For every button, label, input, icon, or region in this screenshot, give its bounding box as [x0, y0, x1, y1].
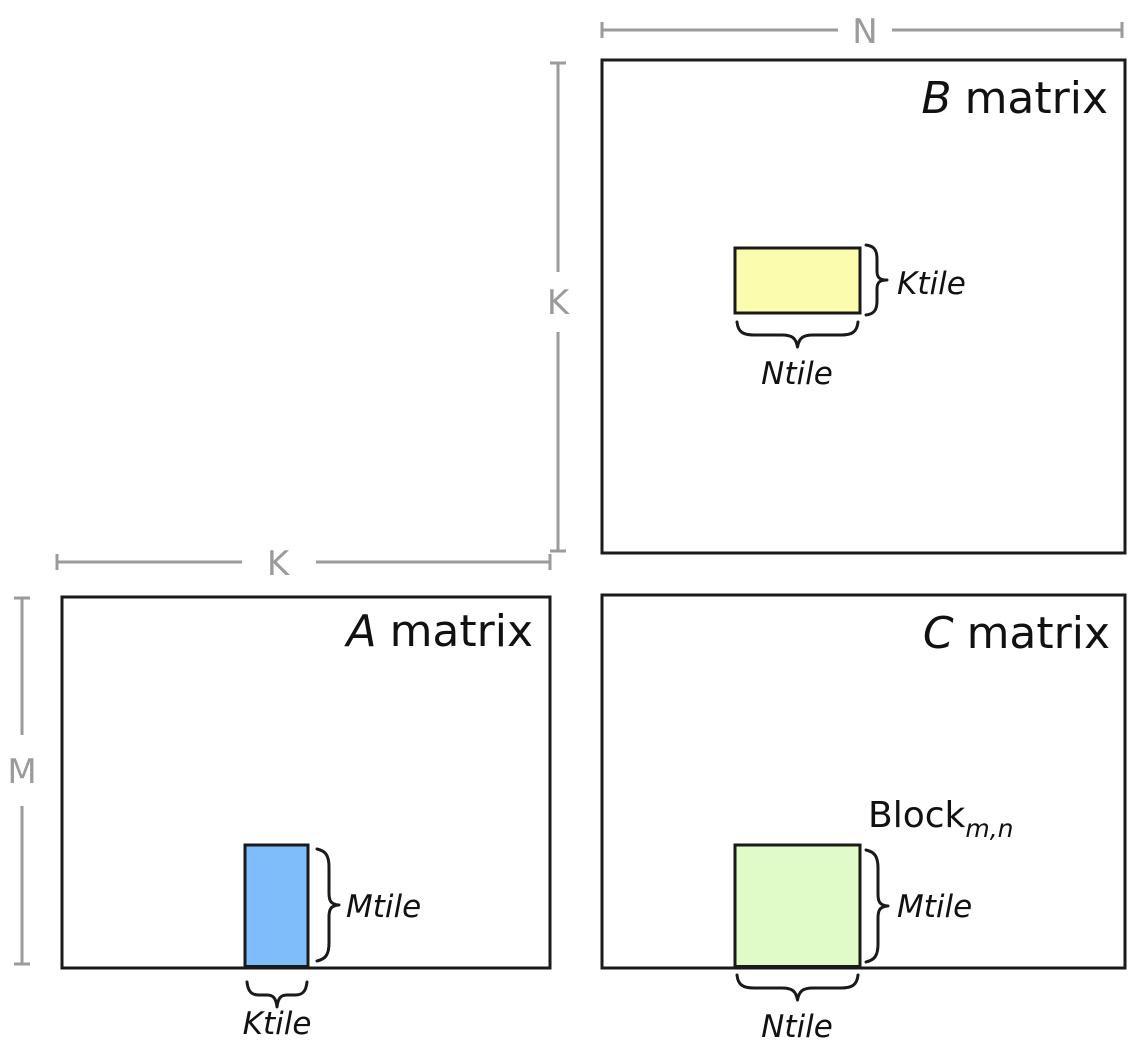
- b-matrix-border: [600, 58, 1127, 555]
- c-mtile-ntile-tile: [733, 843, 862, 968]
- k-dimension-label-a: K: [267, 544, 291, 584]
- a-mtile-brace: [315, 847, 341, 963]
- a-ktile-label: Ktile: [243, 1006, 312, 1042]
- b-ktile-brace: [864, 243, 889, 317]
- b-ktile-label: Ktile: [897, 266, 966, 302]
- c-ntile-label: Ntile: [761, 1009, 833, 1045]
- b-ktile-ntile-tile: [733, 246, 862, 315]
- b-ntile-label: Ntile: [761, 356, 833, 392]
- k-dimension-line-b: [550, 61, 566, 553]
- c-ntile-brace: [735, 973, 860, 1002]
- k-dimension-label-b: K: [547, 283, 571, 323]
- n-dimension-label: N: [852, 12, 877, 52]
- c-block-label: Blockm,n: [868, 795, 1014, 843]
- c-mtile-brace: [864, 848, 890, 964]
- a-mtile-label: Mtile: [346, 889, 421, 925]
- c-matrix-border: [600, 593, 1127, 970]
- c-mtile-label: Mtile: [897, 889, 972, 925]
- n-dimension-line: [600, 22, 1124, 38]
- m-dimension-line: [14, 596, 30, 966]
- k-dimension-line-a: [55, 554, 552, 570]
- a-mtile-ktile-tile: [243, 843, 310, 968]
- b-ntile-brace: [735, 320, 860, 349]
- m-dimension-label: M: [7, 752, 36, 792]
- a-ktile-brace: [245, 980, 309, 1009]
